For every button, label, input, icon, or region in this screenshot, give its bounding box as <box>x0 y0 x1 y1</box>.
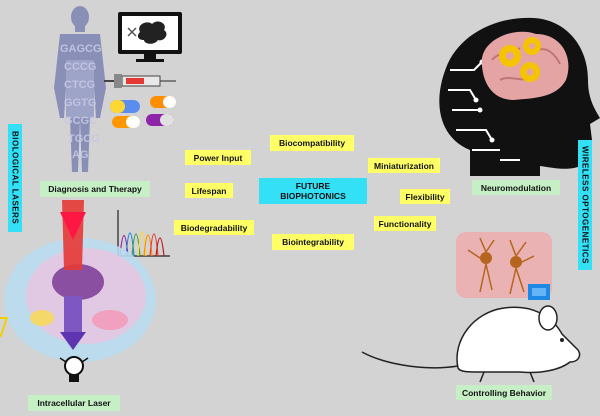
circuit-head-illustration <box>439 17 600 176</box>
human-body-illustration <box>54 6 106 172</box>
flexibility-box: Flexibility <box>400 189 450 204</box>
future-biophotonics-label: FUTURE BIOPHOTONICS <box>259 178 367 204</box>
dna-sequence-overlay: GAGCG CCCG CTCG GGTG GCGC TGCG AG <box>60 43 102 161</box>
wireless-optogenetics-label: WIRELESS OPTOGENETICS <box>578 140 592 270</box>
functionality-box: Functionality <box>374 216 436 231</box>
center-line-1: FUTURE <box>295 181 331 191</box>
dna-line-2: CCCG <box>64 61 96 73</box>
dna-line-7: AG <box>72 149 89 161</box>
light-bulb-icon <box>59 356 89 382</box>
spectrum-chart-icon <box>117 210 170 257</box>
neurons-illustration <box>456 232 552 300</box>
syringe-icon <box>104 74 176 88</box>
mouse-illustration <box>361 305 581 383</box>
dna-line-1: GAGCG <box>60 43 102 55</box>
lifespan-box: Lifespan <box>185 183 233 198</box>
center-line-2: BIOPHOTONICS <box>280 191 346 201</box>
pills-icon <box>110 96 176 128</box>
dna-line-5: GCGC <box>64 115 97 127</box>
biointegrability-box: Biointegrability <box>272 234 354 250</box>
intracellular-laser-caption: Intracellular Laser <box>28 395 120 411</box>
biological-lasers-label: BIOLOGICAL LASERS <box>8 124 22 232</box>
dna-line-3: CTCG <box>64 79 95 91</box>
monitor-icon <box>118 12 182 62</box>
diagnosis-therapy-caption: Diagnosis and Therapy <box>40 181 150 197</box>
neuromodulation-caption: Neuromodulation <box>472 180 560 195</box>
biocompatibility-box: Biocompatibility <box>270 135 354 151</box>
dna-line-6: TGCG <box>68 133 100 145</box>
cell-laser-illustration <box>0 200 156 362</box>
biodegradability-box: Biodegradability <box>174 220 254 235</box>
controlling-behavior-caption: Controlling Behavior <box>456 385 552 400</box>
miniaturization-box: Miniaturization <box>368 158 440 173</box>
dna-line-4: GGTG <box>64 97 96 109</box>
power-input-box: Power Input <box>185 150 251 165</box>
